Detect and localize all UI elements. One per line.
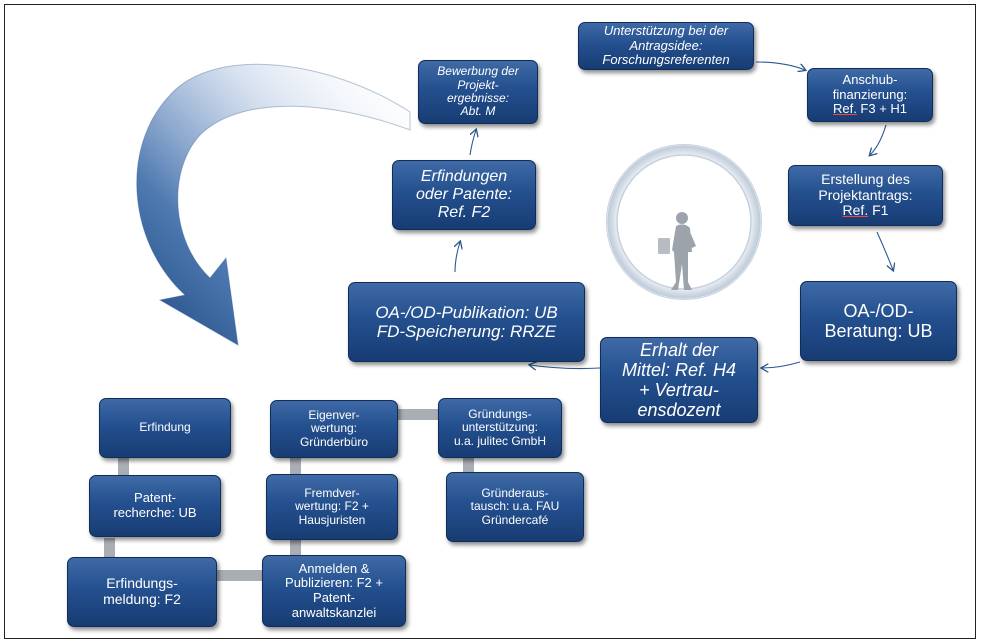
anschub-rest: F3 + H1 [856, 101, 908, 117]
big-curved-arrow-icon [136, 63, 411, 346]
box-fremdverwertung: Fremdver- wertung: F2 + Hausjuristen [266, 474, 398, 540]
box-erfindung: Erfindung [99, 398, 231, 458]
anschub-label: Anschub- finanzierung: [832, 72, 908, 102]
box-erhalt-der-mittel: Erhalt der Mittel: Ref. H4 + Vertrau- en… [600, 337, 758, 423]
box-gruenderaustausch: Gründeraus- tausch: u.a. FAU Gründercafé [446, 472, 584, 542]
box-eigenverwertung: Eigenver- wertung: Gründerbüro [270, 400, 398, 458]
box-anschubfinanzierung: Anschub- finanzierung: Ref. F3 + H1 [807, 68, 933, 122]
person-with-clock-icon [658, 212, 696, 290]
process-connectors [104, 409, 474, 581]
erstellung-ref-line: Ref. F1 [842, 202, 889, 219]
erstellung-rest: F1 [868, 202, 889, 219]
box-unterstuetzung-antragsidee: Unterstützung bei der Antragsidee: Forsc… [578, 22, 754, 70]
anschub-ref: Ref. [832, 101, 857, 117]
erstellung-ref: Ref. [842, 202, 869, 219]
box-oa-od-beratung: OA-/OD- Beratung: UB [800, 281, 957, 361]
box-patentrecherche: Patent- recherche: UB [89, 475, 221, 537]
anschub-ref-line: Ref. F3 + H1 [832, 101, 908, 117]
box-bewerbung-projektergebnisse: Bewerbung der Projekt- ergebnisse: Abt. … [418, 60, 538, 124]
box-erfindungsmeldung: Erfindungs- meldung: F2 [67, 557, 217, 627]
box-gruendungsunterstuetzung: Gründungs- unterstützung: u.a. julitec G… [438, 398, 562, 458]
cycle-arrows [455, 61, 893, 369]
box-oa-od-publikation: OA-/OD-Publikation: UB FD-Speicherung: R… [348, 282, 585, 362]
box-erfindungen-patente: Erfindungen oder Patente: Ref. F2 [392, 160, 536, 230]
box-anmelden-publizieren: Anmelden & Publizieren: F2 + Patent- anw… [262, 555, 406, 627]
box-erstellung-projektantrag: Erstellung des Projektantrags: Ref. F1 [788, 165, 943, 226]
erstellung-label: Erstellung des Projektantrags: [818, 170, 913, 203]
